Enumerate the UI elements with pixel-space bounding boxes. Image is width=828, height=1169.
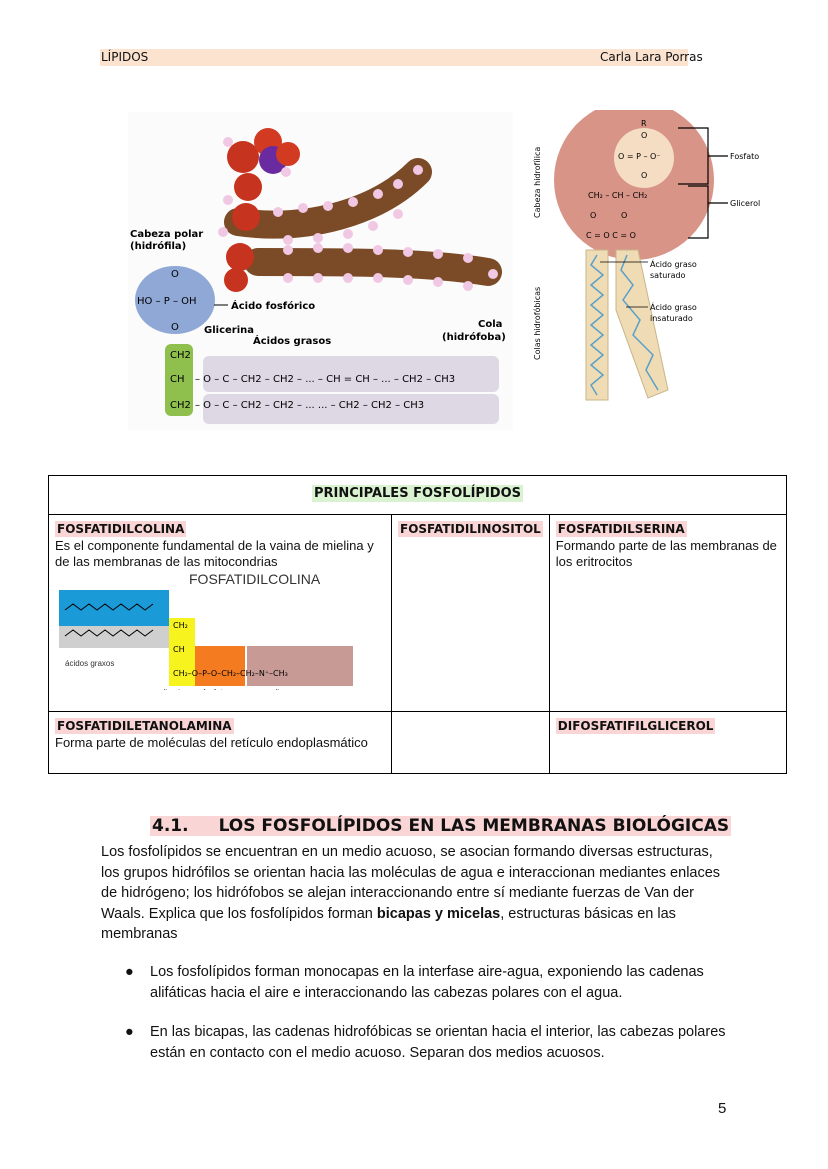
phosphatidylcholine-diagram: FOSFATIDILCOLINA CH₂ CH CH₂–O–P–O–CH₂–CH₂–… xyxy=(59,571,353,697)
svg-text:C = O C = O: C = O C = O xyxy=(586,231,636,240)
svg-text:O: O xyxy=(621,211,627,220)
chain-saturated: – O – C – CH2 – CH2 – ... ... – CH2 – CH… xyxy=(195,400,424,411)
cell-empty xyxy=(391,711,550,774)
header-band xyxy=(100,49,688,66)
cell-fosfatidilserina: FOSFATIDILSERINA Formando parte de las m… xyxy=(548,514,788,712)
diagram-label-glycerin: glicerina xyxy=(159,688,189,690)
label-fatty-acids: Ácidos grasos xyxy=(253,334,331,347)
bullet-icon: ● xyxy=(125,964,134,980)
svg-text:CH₂: CH₂ xyxy=(173,621,188,630)
label-polar-head: Cabeza polar xyxy=(130,229,203,240)
table-title: PRINCIPALES FOSFOLÍPIDOS xyxy=(312,485,523,502)
section-heading: 4.1. LOS FOSFOLÍPIDOS EN LAS MEMBRANAS BI… xyxy=(150,816,732,836)
header-title: LÍPIDOS xyxy=(101,50,149,64)
paragraph-text-end: , estructuras básicas en las membranas xyxy=(101,905,676,943)
glycerol-c1: CH2 xyxy=(170,350,191,361)
phospholipid-structure-figure: Cabeza polar (hidrófila) O HO – P – OH O… xyxy=(128,112,513,430)
chain-unsaturated: – O – C – CH2 – CH2 – ... – CH = CH – ..… xyxy=(195,374,455,385)
cell-fosfatidiletanolamina: FOSFATIDILETANOLAMINA Forma parte de mol… xyxy=(48,711,392,774)
svg-text:O: O xyxy=(641,131,647,140)
label-hydrophilic-head: Cabeza hidrofílica xyxy=(533,147,542,218)
label-unsaturated-2: insaturado xyxy=(650,314,693,323)
page-number: 5 xyxy=(718,1100,727,1117)
svg-text:O: O xyxy=(641,171,647,180)
phosphate-o-top: O xyxy=(171,269,179,280)
phosphate-line: HO – P – OH xyxy=(137,296,197,307)
label-glycerin: Glicerina xyxy=(204,325,254,336)
cell-name: DIFOSFATIFILGLICEROL xyxy=(555,718,716,734)
diagram-title: FOSFATIDILCOLINA xyxy=(189,571,321,587)
label-phosphate: Fosfato xyxy=(730,152,759,161)
space-filling-model xyxy=(218,128,502,292)
diagram-label-acids: ácidos graxos xyxy=(65,659,114,668)
diagram-label-phosphate: fosfato xyxy=(203,688,228,690)
paragraph-text: Los fosfolípidos se encuentran en un med… xyxy=(101,844,721,922)
cell-name: FOSFATIDILINOSITOL xyxy=(398,521,543,537)
svg-text:CH₂–O–P–O–CH₂–CH₂–N⁺–CH₃: CH₂–O–P–O–CH₂–CH₂–N⁺–CH₃ xyxy=(173,669,288,678)
cell-description: Formando parte de las membranas de los e… xyxy=(555,538,777,569)
cell-fosfatidilinositol: FOSFATIDILINOSITOL xyxy=(391,514,550,712)
svg-text:R: R xyxy=(641,119,647,128)
svg-text:CH: CH xyxy=(173,645,185,654)
label-hydrophobic-tails: Colas hidrofóbicas xyxy=(532,287,542,360)
section-number: 4.1. xyxy=(152,816,189,836)
cell-name: FOSFATIDILCOLINA xyxy=(55,521,187,537)
label-unsaturated-1: Ácido graso xyxy=(650,301,697,312)
label-tail: Cola xyxy=(478,319,502,330)
cell-name: FOSFATIDILETANOLAMINA xyxy=(55,718,234,734)
header-author: Carla Lara Porras xyxy=(600,50,703,64)
cell-description: Es el componente fundamental de la vaina… xyxy=(55,538,374,569)
table-title-cell: PRINCIPALES FOSFOLÍPIDOS xyxy=(48,475,787,515)
label-saturated-2: saturado xyxy=(650,271,686,280)
label-saturated-1: Ácido graso xyxy=(650,258,697,269)
glycerol-c3: CH2 xyxy=(170,400,191,411)
label-hydrophobic: (hidrófoba) xyxy=(442,331,506,343)
cell-fosfatidilcolina: FOSFATIDILCOLINA Es el componente fundam… xyxy=(48,514,392,712)
svg-text:O: O xyxy=(590,211,596,220)
glycerol-c2: CH xyxy=(170,374,185,385)
paragraph-bold: bicapas y micelas xyxy=(376,905,501,922)
bullet-item: ● En las bicapas, las cadenas hidrofóbic… xyxy=(125,1022,730,1063)
phospholipid-schematic-figure: Cabeza hidrofílica Colas hidrofóbicas RO… xyxy=(532,110,760,401)
section-paragraph: Los fosfolípidos se encuentran en un med… xyxy=(101,842,731,945)
phosphate-o-bottom: O xyxy=(171,322,179,333)
cell-description: Forma parte de moléculas del retículo en… xyxy=(55,735,368,750)
bullet-icon: ● xyxy=(125,1024,134,1040)
bullet-text: En las bicapas, las cadenas hidrofóbicas… xyxy=(150,1024,726,1061)
cell-difosfatifilglicerol: DIFOSFATIFILGLICEROL xyxy=(548,711,788,774)
label-hydrophilic: (hidrófila) xyxy=(130,240,186,252)
label-glycerol: Glicerol xyxy=(730,199,760,208)
svg-text:O = P – O⁻: O = P – O⁻ xyxy=(618,152,661,161)
diagram-label-choline: colina xyxy=(267,688,288,690)
svg-text:CH₂ – CH – CH₂: CH₂ – CH – CH₂ xyxy=(588,191,647,200)
cell-name: FOSFATIDILSERINA xyxy=(555,521,687,537)
label-phosphoric-acid: Ácido fosfórico xyxy=(231,299,315,312)
bullet-text: Los fosfolípidos forman monocapas en la … xyxy=(150,964,704,1001)
bullet-item: ● Los fosfolípidos forman monocapas en l… xyxy=(125,962,730,1003)
section-title: LOS FOSFOLÍPIDOS EN LAS MEMBRANAS BIOLÓG… xyxy=(218,816,730,836)
phospholipids-table: PRINCIPALES FOSFOLÍPIDOS FOSFATIDILCOLIN… xyxy=(48,475,788,774)
